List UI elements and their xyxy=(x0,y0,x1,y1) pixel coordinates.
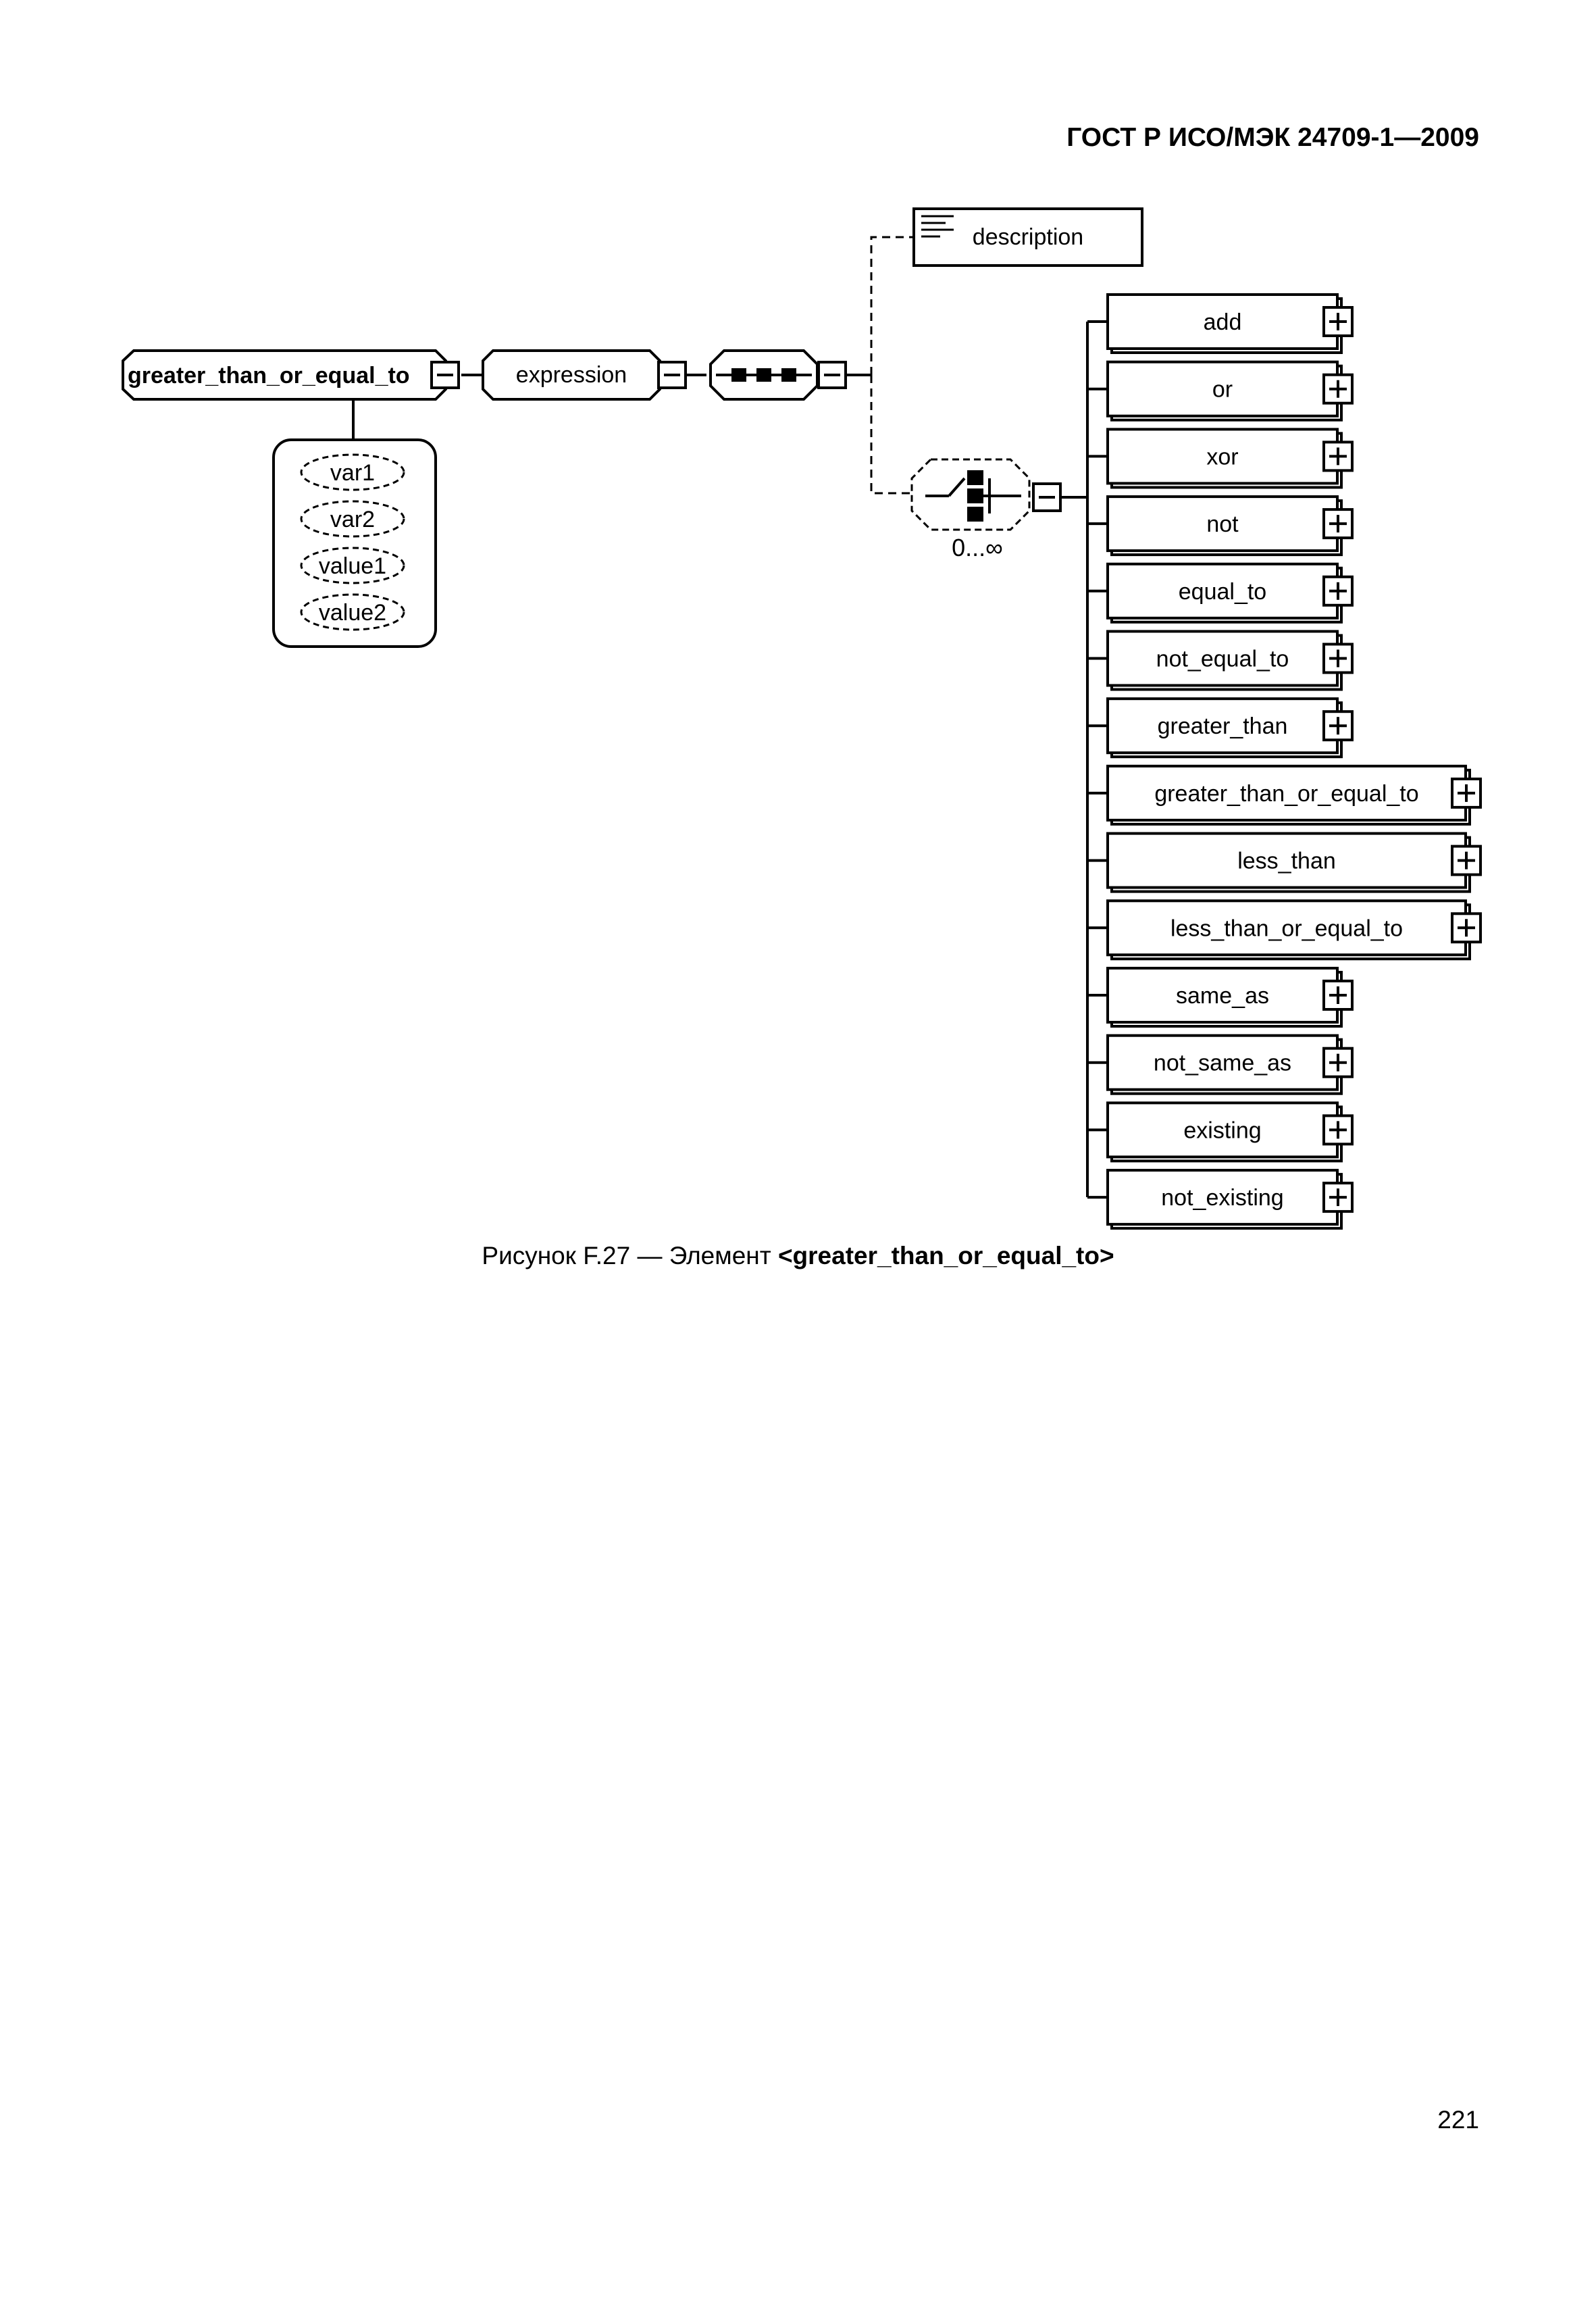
caption-element: <greater_than_or_equal_to> xyxy=(777,1242,1114,1269)
element-not-equal-to[interactable]: not_equal_to xyxy=(1106,630,1343,691)
expand-icon[interactable] xyxy=(1322,508,1354,540)
expression-element[interactable]: expression xyxy=(482,349,661,401)
expand-icon[interactable] xyxy=(1322,980,1354,1011)
element-label: or xyxy=(1212,377,1233,403)
element-or[interactable]: or xyxy=(1106,360,1343,422)
element-label: add xyxy=(1204,309,1242,335)
element-existing[interactable]: existing xyxy=(1106,1101,1343,1163)
dashed-connector xyxy=(870,375,917,495)
multiplicity-label: 0...∞ xyxy=(952,534,1003,561)
attribute-value1[interactable]: value1 xyxy=(300,547,405,584)
attribute-label: value2 xyxy=(319,600,386,626)
caption-prefix: Рисунок F.27 — Элемент xyxy=(482,1242,778,1269)
expand-icon[interactable] xyxy=(1322,710,1354,742)
element-equal-to[interactable]: equal_to xyxy=(1106,562,1343,624)
figure-caption: Рисунок F.27 — Элемент <greater_than_or_… xyxy=(0,1242,1596,1270)
expand-icon[interactable] xyxy=(1322,1047,1354,1078)
document-header: ГОСТ Р ИСО/МЭК 24709-1—2009 xyxy=(1066,123,1479,152)
sequence-compositor-icon[interactable] xyxy=(709,349,819,401)
root-element[interactable]: greater_than_or_equal_to xyxy=(122,349,447,401)
schema-diagram: greater_than_or_equal_to var1 var2 value1 v… xyxy=(122,207,1482,1230)
root-element-label: greater_than_or_equal_to xyxy=(128,363,410,388)
attribute-label: var2 xyxy=(330,507,375,532)
expand-icon[interactable] xyxy=(1451,912,1482,944)
choice-compositor-icon[interactable] xyxy=(910,458,1031,531)
attribute-label: var1 xyxy=(330,460,375,486)
element-label: xor xyxy=(1206,444,1238,470)
attribute-value2[interactable]: value2 xyxy=(300,593,405,631)
description-annotation[interactable]: description xyxy=(912,207,1143,267)
element-label: equal_to xyxy=(1179,579,1266,605)
element-label: greater_than xyxy=(1158,713,1288,739)
element-less-than[interactable]: less_than xyxy=(1106,832,1471,893)
collapse-icon[interactable] xyxy=(657,361,687,389)
attribute-var2[interactable]: var2 xyxy=(300,500,405,538)
element-not-same-as[interactable]: not_same_as xyxy=(1106,1034,1343,1095)
element-not-existing[interactable]: not_existing xyxy=(1106,1169,1343,1230)
element-label: not_equal_to xyxy=(1156,647,1289,672)
collapse-icon[interactable] xyxy=(1032,482,1062,512)
expand-icon[interactable] xyxy=(1322,373,1354,405)
attribute-label: value1 xyxy=(319,553,386,579)
element-greater-than[interactable]: greater_than xyxy=(1106,697,1343,759)
element-less-than-or-equal-to[interactable]: less_than_or_equal_to xyxy=(1106,899,1471,961)
element-xor[interactable]: xor xyxy=(1106,428,1343,489)
expand-icon[interactable] xyxy=(1322,643,1354,674)
element-not[interactable]: not xyxy=(1106,495,1343,557)
element-label: existing xyxy=(1183,1117,1261,1143)
attributes-group xyxy=(272,438,437,648)
element-label: less_than_or_equal_to xyxy=(1170,915,1403,941)
element-label: not_existing xyxy=(1161,1185,1283,1211)
collapse-icon[interactable] xyxy=(430,361,460,389)
attribute-var1[interactable]: var1 xyxy=(300,453,405,491)
element-label: greater_than_or_equal_to xyxy=(1154,781,1418,807)
page-number: 221 xyxy=(1437,2106,1479,2134)
element-label: same_as xyxy=(1176,983,1269,1009)
expand-icon[interactable] xyxy=(1322,1114,1354,1146)
dashed-connector xyxy=(870,236,914,375)
element-greater-than-or-equal-to[interactable]: greater_than_or_equal_to xyxy=(1106,764,1471,826)
expand-icon[interactable] xyxy=(1322,306,1354,337)
element-same-as[interactable]: same_as xyxy=(1106,967,1343,1028)
expand-icon[interactable] xyxy=(1451,777,1482,809)
element-label: not_same_as xyxy=(1154,1051,1291,1076)
expand-icon[interactable] xyxy=(1322,575,1354,607)
element-add[interactable]: add xyxy=(1106,293,1343,354)
expand-icon[interactable] xyxy=(1322,1182,1354,1213)
collapse-icon[interactable] xyxy=(817,361,847,389)
expand-icon[interactable] xyxy=(1322,441,1354,472)
expand-icon[interactable] xyxy=(1451,845,1482,876)
element-label: less_than xyxy=(1237,849,1336,874)
expression-label: expression xyxy=(516,362,627,388)
element-label: not xyxy=(1206,511,1239,537)
description-label: description xyxy=(973,224,1083,250)
